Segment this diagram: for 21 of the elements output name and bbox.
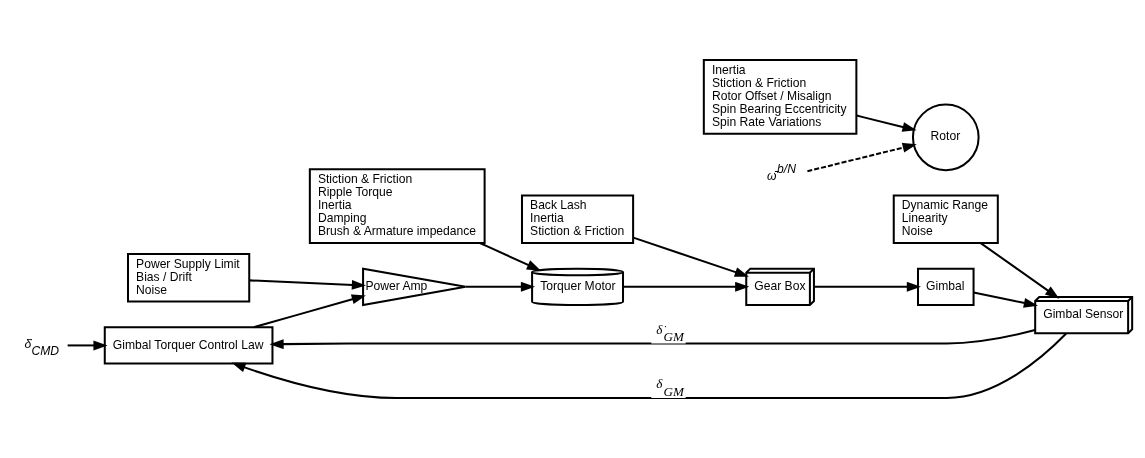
arrow xyxy=(807,142,917,173)
arrow xyxy=(856,114,917,132)
arrow xyxy=(249,279,366,290)
node-box: Power Supply Limit Bias / Drift Noise xyxy=(127,253,251,303)
arrow xyxy=(67,340,108,351)
node-box: Dynamic Range Linearity Noise xyxy=(892,194,999,244)
node-box: Gimbal Torquer Control Law xyxy=(103,326,274,365)
arrow xyxy=(269,329,1036,350)
arrow xyxy=(253,294,366,329)
arrow xyxy=(465,281,536,292)
arrow xyxy=(980,242,1060,299)
node-box: Back Lash Inertia Stiction & Friction xyxy=(521,194,635,244)
arrow xyxy=(814,281,921,292)
arrow xyxy=(973,291,1038,308)
node-box: Inertia Stiction & Friction Rotor Offset / Misalign Spin Bearing Eccentricity Spin Rate Variations xyxy=(702,59,858,135)
node-circle: Rotor xyxy=(911,103,980,172)
node-box: Gimbal xyxy=(917,267,975,307)
node-box: Stiction & Friction Ripple Torque Inertia Damping Brush & Armature impedance xyxy=(308,168,486,244)
arrow xyxy=(633,236,749,277)
arrow xyxy=(479,242,541,271)
arrow xyxy=(623,281,750,292)
